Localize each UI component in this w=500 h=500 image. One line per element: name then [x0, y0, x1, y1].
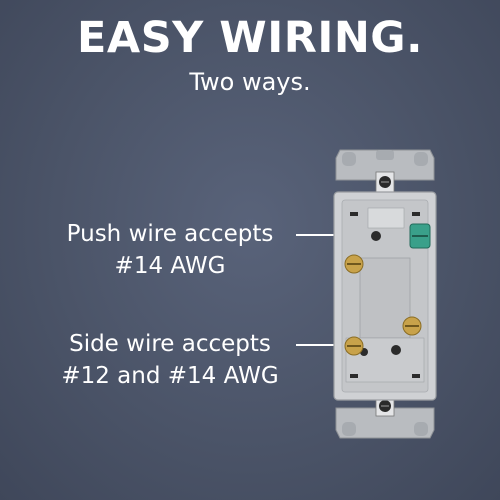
headline: EASY WIRING. — [77, 13, 423, 63]
wall-switch-device-image — [333, 149, 437, 439]
push-wire-callout-line1: Push wire accepts — [66, 221, 274, 247]
push-wire-callout-line2: #14 AWG — [114, 253, 226, 279]
push-wire-callout: Push wire accepts #14 AWG — [40, 218, 300, 282]
side-wire-leader-line — [296, 344, 348, 346]
side-wire-callout-line1: Side wire accepts — [69, 331, 271, 357]
subheadline: Two ways. — [189, 68, 311, 96]
side-wire-callout: Side wire accepts #12 and #14 AWG — [30, 328, 310, 392]
side-wire-callout-line2: #12 and #14 AWG — [61, 363, 279, 389]
